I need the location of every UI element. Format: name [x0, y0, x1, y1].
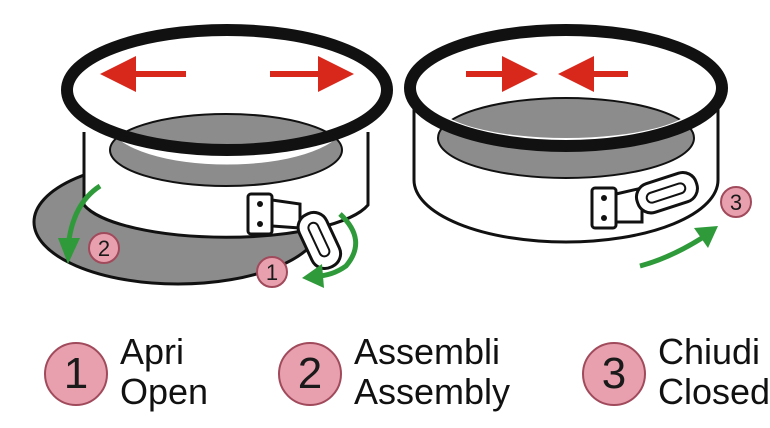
legend-label-en: Assembly — [354, 371, 511, 412]
legend-label-open: Apri Open — [120, 332, 208, 412]
legend-badge-2: 2 — [278, 342, 342, 406]
svg-text:1: 1 — [266, 260, 278, 285]
legend-label-it: Assembli — [354, 331, 501, 372]
step-marker-3: 3 — [720, 186, 752, 218]
legend-item-open: 1 Apri Open — [44, 332, 264, 422]
close-arrow-green — [639, 235, 704, 269]
legend-label-it: Chiudi — [658, 331, 761, 372]
legend-label-assembly: Assembli Assembly — [354, 332, 510, 412]
step-marker-2: 2 — [88, 232, 120, 264]
svg-text:2: 2 — [98, 236, 110, 261]
pan-rim — [61, 24, 393, 156]
legend-item-assembly: 2 Assembli Assembly — [278, 332, 538, 422]
svg-text:3: 3 — [730, 190, 742, 215]
legend-badge-1: 1 — [44, 342, 108, 406]
open-pan-illustration — [32, 24, 393, 288]
closed-pan-illustration — [404, 24, 728, 269]
legend-label-it: Apri — [120, 331, 185, 372]
legend-item-closed: 3 Chiudi Closed — [582, 332, 770, 422]
pan-rim-closed — [404, 24, 728, 152]
latch-closed — [590, 170, 699, 230]
latch — [246, 192, 343, 271]
step-marker-1: 1 — [256, 256, 288, 288]
latch-arrow-green — [315, 212, 359, 279]
legend-label-closed: Chiudi Closed — [658, 332, 770, 412]
legend-badge-3: 3 — [582, 342, 646, 406]
legend-label-en: Closed — [658, 371, 770, 412]
legend-label-en: Open — [120, 371, 209, 412]
